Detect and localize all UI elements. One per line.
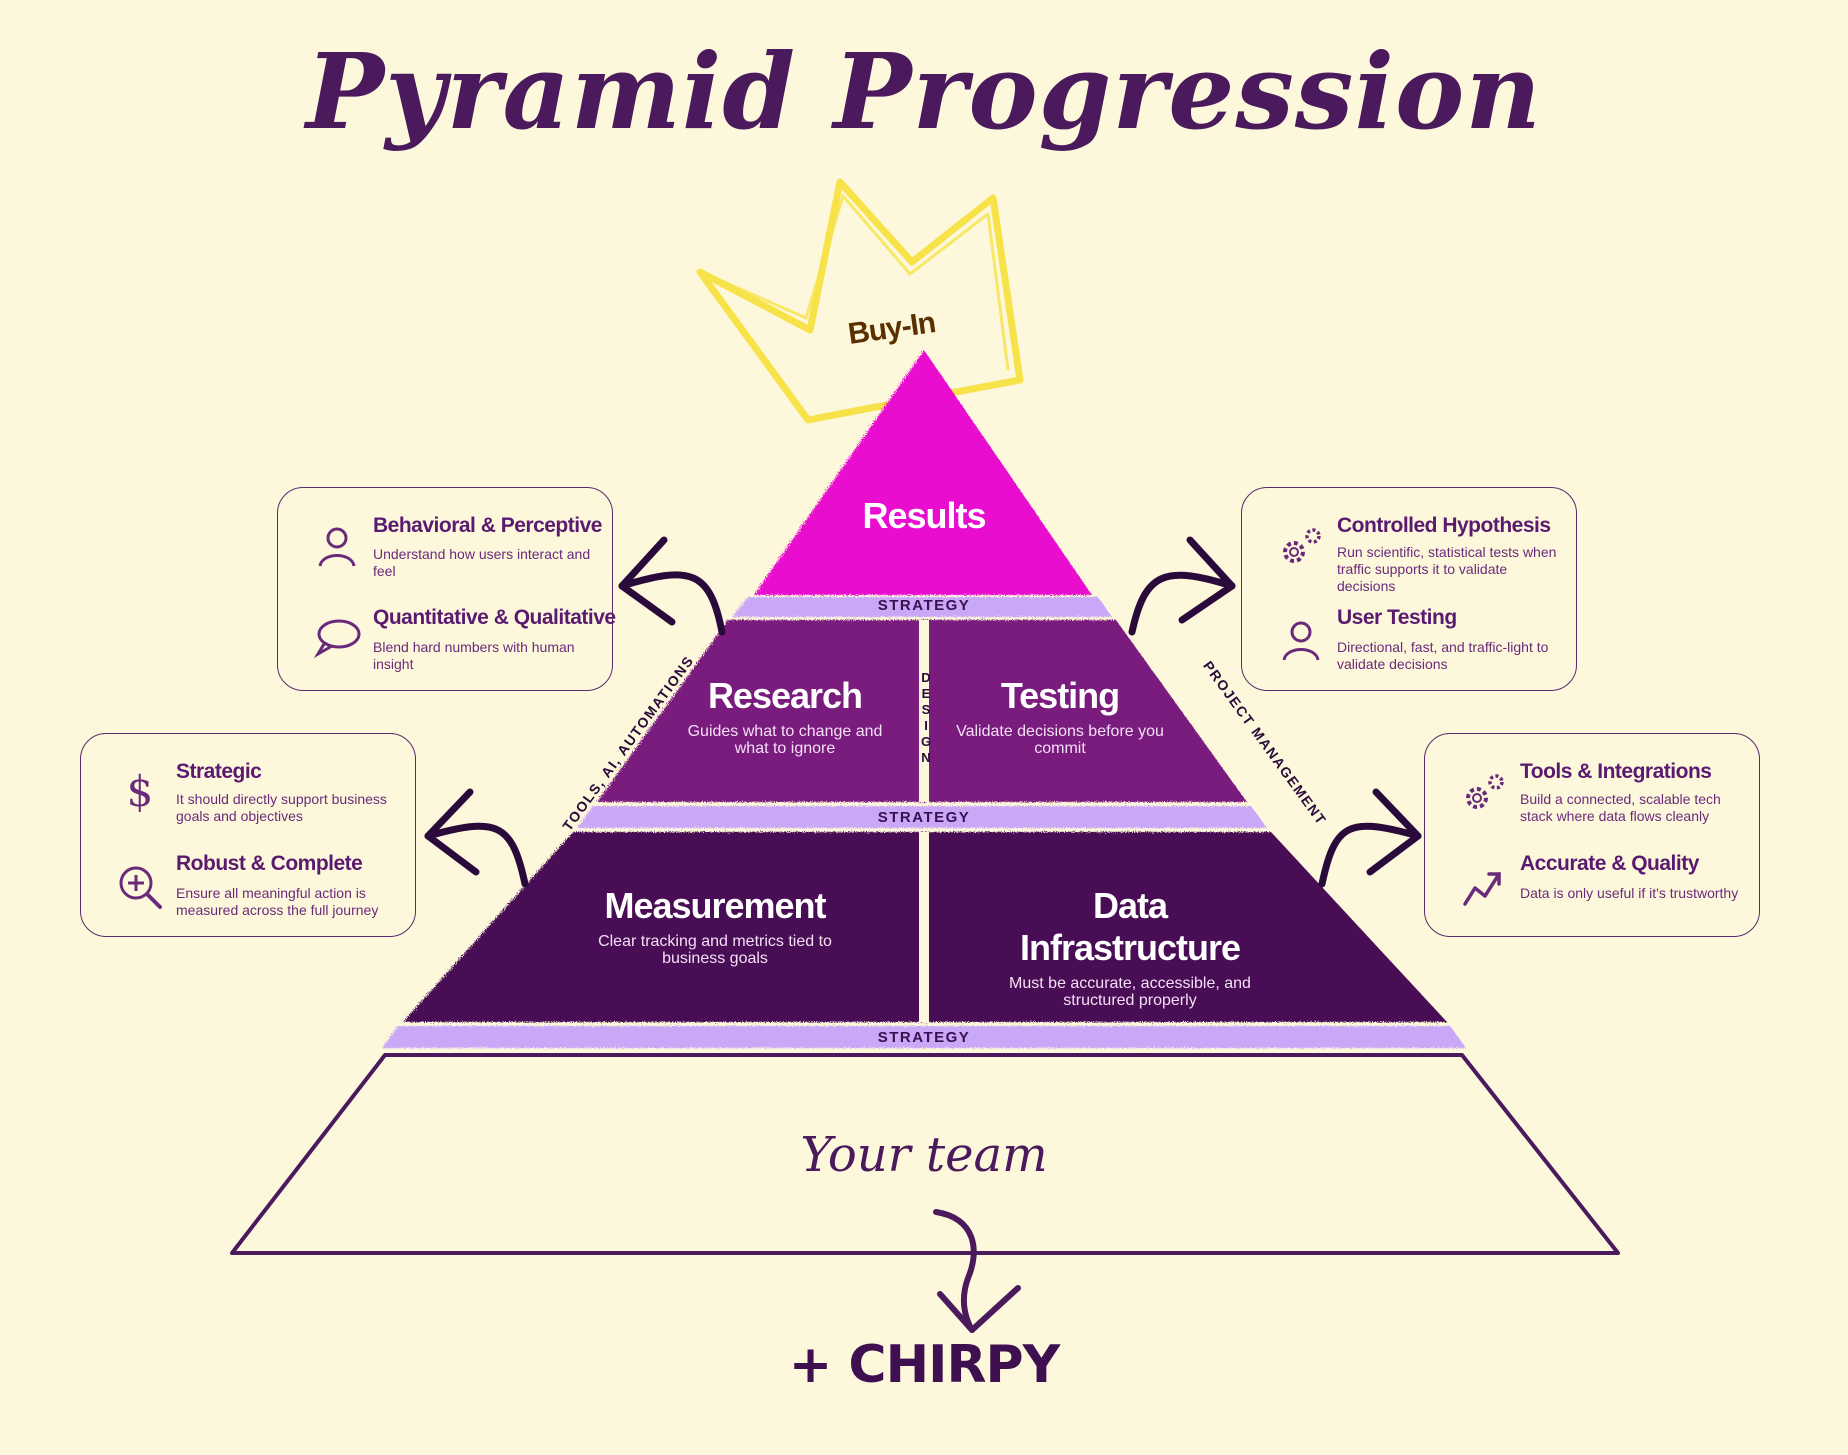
strategy-band-2	[577, 806, 1267, 828]
svg-text:$: $	[127, 767, 154, 816]
design-letter: E	[921, 686, 931, 701]
arrow-to-measurement-card	[424, 822, 529, 888]
measurement-card: $ Strategic It should directly support b…	[80, 733, 416, 937]
card-desc: Data is only useful if it's trustworthy	[1520, 885, 1739, 901]
arrow-to-infrastructure-card	[1318, 822, 1422, 888]
card-title: Strategic	[176, 760, 262, 783]
trend-arrow-icon	[1459, 862, 1509, 912]
testing-label: Testing Validate decisions before you co…	[950, 675, 1170, 757]
testing-card: Controlled Hypothesis Run scientific, st…	[1241, 487, 1577, 691]
card-title: Robust & Complete	[176, 852, 363, 875]
gears-icon	[1276, 522, 1326, 572]
infrastructure-card: Tools & Integrations Build a connected, …	[1424, 733, 1760, 937]
zoom-in-icon	[115, 862, 165, 912]
card-desc: Run scientific, statistical tests when t…	[1337, 544, 1557, 594]
card-title: Accurate & Quality	[1520, 852, 1699, 875]
brand-logo: + CHIRPY	[0, 1335, 1848, 1395]
infrastructure-title: Data Infrastructure	[1019, 885, 1241, 968]
arrow-to-testing-card	[1128, 571, 1236, 636]
base-label: Your team	[800, 1127, 1048, 1183]
brand-name: CHIRPY	[848, 1335, 1060, 1395]
down-arrow-icon	[933, 1209, 977, 1333]
card-title: Controlled Hypothesis	[1337, 514, 1551, 537]
design-letter: G	[920, 734, 932, 749]
infrastructure-label: Data Infrastructure Must be accurate, ac…	[985, 885, 1275, 1009]
research-label: Research Guides what to change and what …	[675, 675, 895, 757]
measurement-label: Measurement Clear tracking and metrics t…	[585, 885, 845, 967]
measurement-desc: Clear tracking and metrics tied to busin…	[598, 933, 832, 967]
dollar-icon: $	[115, 766, 165, 816]
card-desc: Directional, fast, and traffic-light to …	[1337, 639, 1549, 672]
research-title: Research	[707, 675, 863, 716]
testing-title: Testing	[1000, 675, 1120, 716]
design-letter: N	[921, 750, 931, 765]
card-desc: Blend hard numbers with human insight	[373, 639, 575, 672]
card-title: User Testing	[1337, 606, 1457, 629]
strategy-label-3: STRATEGY	[877, 1029, 971, 1046]
card-desc: It should directly support business goal…	[176, 791, 387, 824]
strategy-label-1: STRATEGY	[877, 597, 971, 614]
brand-prefix: +	[788, 1335, 833, 1395]
card-title: Behavioral & Perceptive	[373, 514, 602, 537]
design-letter: I	[924, 718, 928, 733]
research-card: Behavioral & Perceptive Understand how u…	[277, 487, 616, 691]
person-icon	[1276, 616, 1326, 666]
measurement-title: Measurement	[604, 885, 826, 926]
gears-icon	[1459, 768, 1509, 818]
research-desc: Guides what to change and what to ignore	[687, 723, 883, 757]
base-tier	[230, 1053, 1620, 1255]
infrastructure-desc: Must be accurate, accessible, and struct…	[1009, 975, 1251, 1009]
card-desc: Ensure all meaningful action is measured…	[176, 885, 379, 918]
results-tier	[754, 350, 1092, 595]
results-label: Results	[824, 495, 1024, 537]
testing-desc: Validate decisions before you commit	[956, 723, 1164, 757]
strategy-band-3	[382, 1026, 1466, 1048]
card-title: Tools & Integrations	[1520, 760, 1712, 783]
crown-icon	[696, 178, 1024, 424]
design-letter: S	[921, 702, 931, 717]
person-icon	[312, 522, 362, 572]
strategy-label-2: STRATEGY	[877, 809, 971, 826]
card-desc: Build a connected, scalable tech stack w…	[1520, 791, 1721, 824]
card-title: Quantitative & Qualitative	[373, 606, 616, 629]
speech-bubble-icon	[312, 612, 362, 662]
strategy-band-1	[732, 597, 1112, 617]
page-title: Pyramid Progression	[306, 30, 1542, 153]
design-letter: D	[921, 670, 931, 685]
arrow-to-research-card	[618, 571, 726, 636]
card-desc: Understand how users interact and feel	[373, 546, 591, 579]
results-title: Results	[862, 495, 986, 536]
